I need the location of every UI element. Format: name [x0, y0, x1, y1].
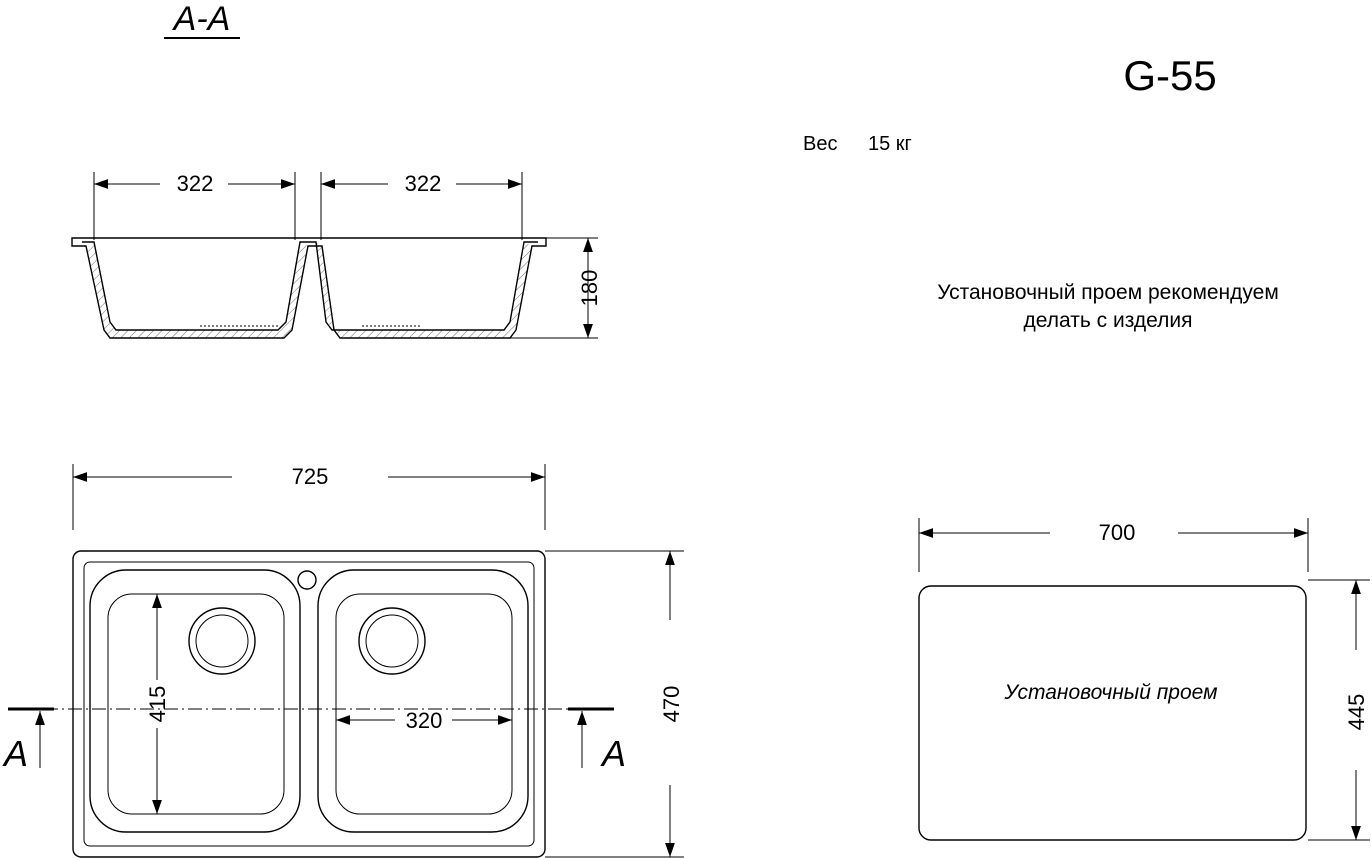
dim-overall-depth: 470: [659, 686, 684, 723]
tap-hole: [297, 570, 317, 590]
drain-right-inner: [365, 614, 419, 668]
dim-overall-width: 725: [292, 464, 329, 489]
sink-outer-edge: [72, 550, 546, 858]
dim-bowl-right-width: 322: [405, 171, 442, 196]
section-view: 322 322 180: [71, 171, 602, 339]
drain-left-inner: [195, 614, 249, 668]
section-profile-outer: [71, 237, 547, 339]
section-label: A-A: [172, 0, 231, 38]
bowl-left-inner: [107, 593, 285, 815]
section-title: A-A: [164, 0, 240, 39]
drain-right-outer: [358, 607, 426, 675]
dim-depth: 180: [577, 270, 602, 307]
section-marker-right: A: [600, 733, 626, 774]
bowl-left-outer: [89, 569, 301, 833]
cutout-outline: [918, 585, 1307, 841]
note-line-1: Установочный проем рекомендуем: [937, 281, 1279, 304]
top-view: A A 725 470 415 320: [2, 464, 684, 858]
dim-cutout-depth: 445: [1344, 694, 1369, 731]
section-hatch-left: [86, 242, 308, 338]
section-profile-inner: [82, 241, 538, 331]
section-hatch-right: [316, 242, 532, 338]
dim-bowl-left-width: 322: [177, 171, 214, 196]
bowl-right-inner: [335, 593, 513, 815]
dim-bowl-width: 320: [406, 708, 443, 733]
dim-bowl-length: 415: [145, 686, 170, 723]
note-line-2: делать с изделия: [1024, 309, 1193, 332]
dim-cutout-width: 700: [1099, 520, 1136, 545]
bowl-right-outer: [317, 569, 529, 833]
drain-left-outer: [188, 607, 256, 675]
cutout-view: Установочный проем 700 445: [918, 518, 1370, 841]
weight-label: Вес: [803, 133, 837, 155]
weight-value: 15 кг: [868, 133, 912, 155]
section-marker-left: A: [2, 733, 28, 774]
cutout-label: Установочный проем: [1003, 681, 1217, 704]
sink-rim: [83, 561, 535, 847]
model-name: G-55: [1123, 52, 1216, 99]
